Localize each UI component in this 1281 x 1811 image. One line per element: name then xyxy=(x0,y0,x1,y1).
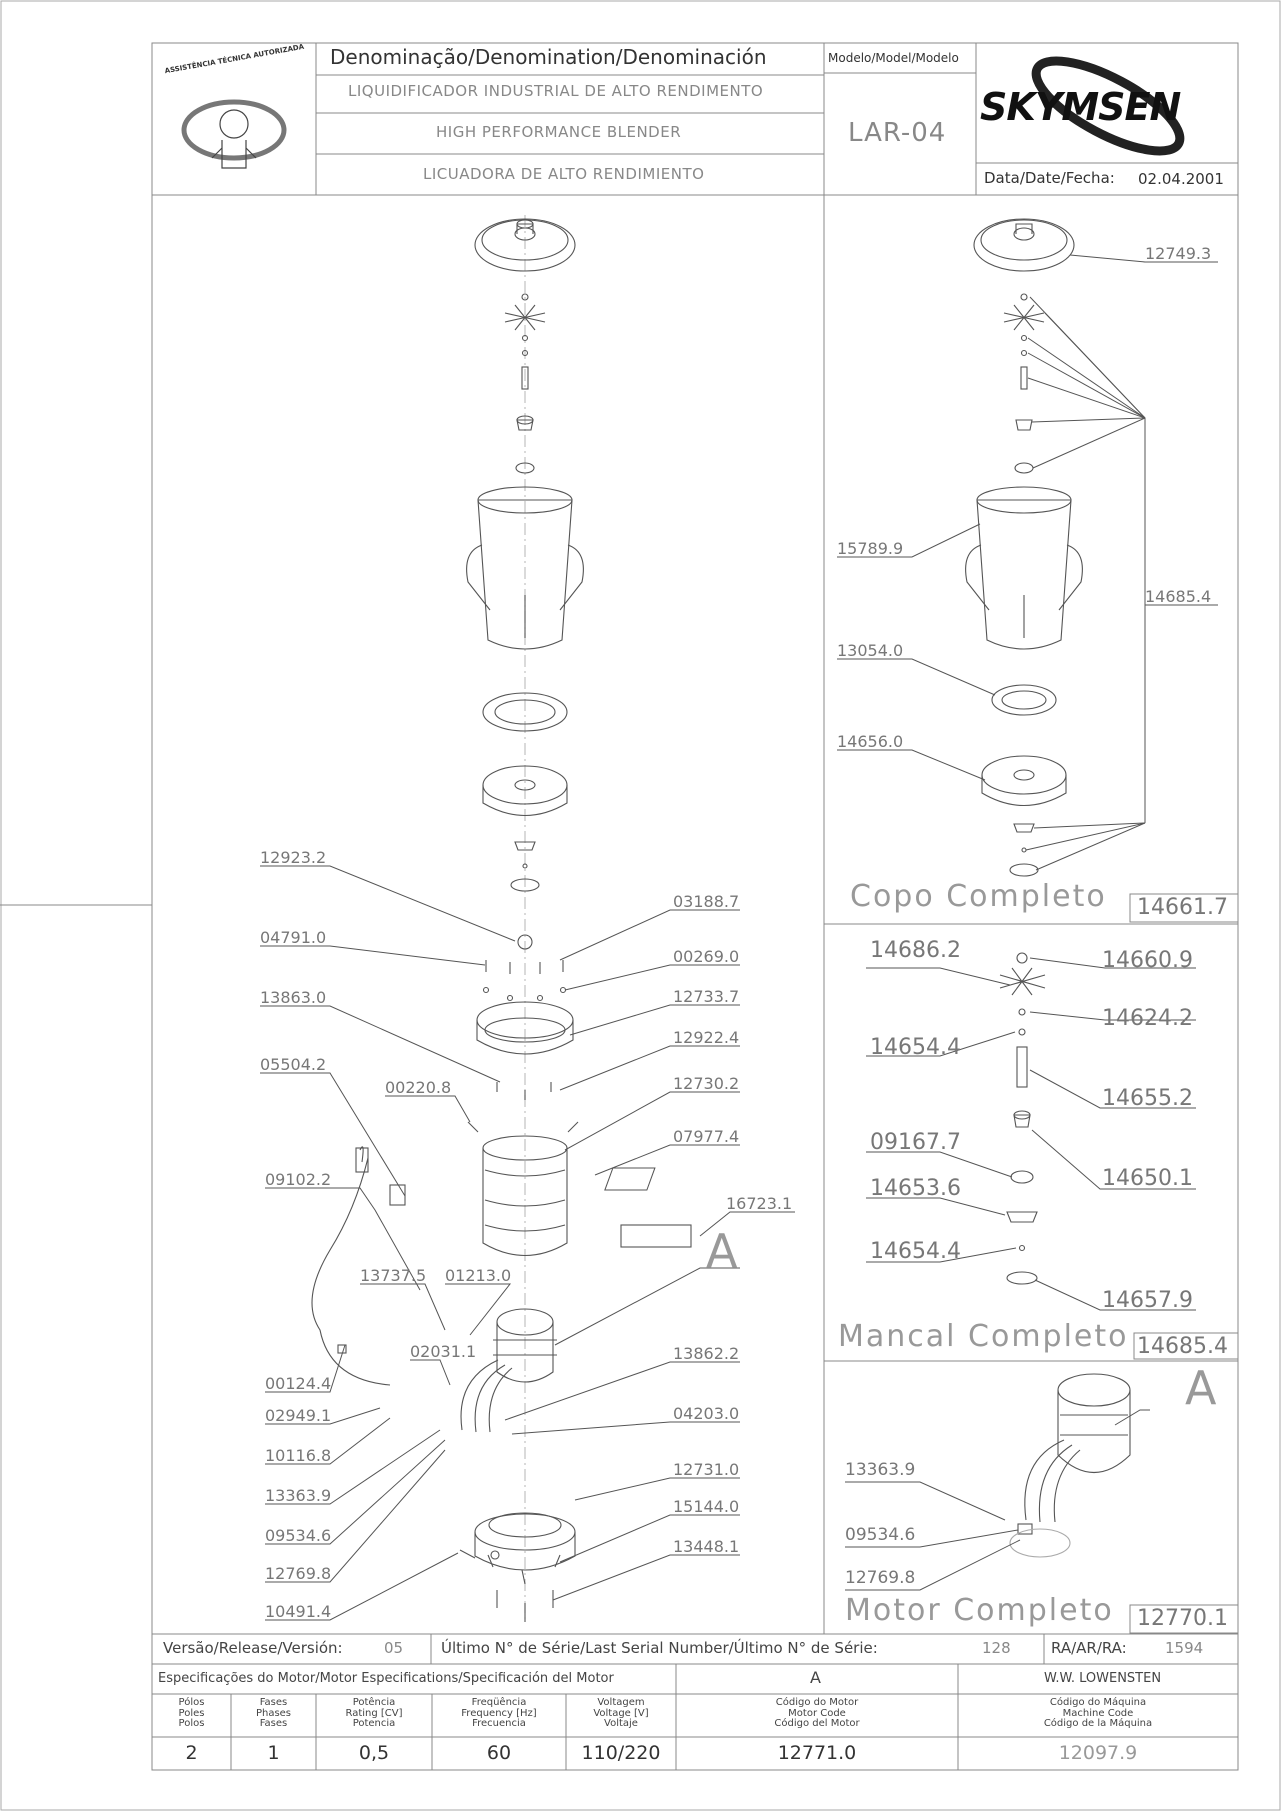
part-number: 14654.4 xyxy=(870,1239,961,1264)
part-number: 14686.2 xyxy=(870,938,961,963)
part-number: 15144.0 xyxy=(673,1497,740,1516)
spec-value-motor-code: 12771.0 xyxy=(777,1742,857,1764)
motor-spec-label: Especificações do Motor/Motor Especifica… xyxy=(158,1671,614,1686)
part-number: 09534.6 xyxy=(845,1525,916,1545)
spec-value-phases: 1 xyxy=(267,1742,280,1764)
part-number: 04791.0 xyxy=(260,928,327,947)
part-number: 00269.0 xyxy=(673,947,740,966)
part-number: 13737.5 xyxy=(360,1266,427,1285)
part-number: 00124.4 xyxy=(265,1374,332,1393)
part-number: 16723.1 xyxy=(726,1194,793,1213)
part-number: 12922.4 xyxy=(673,1028,740,1047)
spec-value-frequency: 60 xyxy=(486,1742,512,1764)
part-number: 14655.2 xyxy=(1102,1086,1193,1111)
ra-label: RA/AR/RA: xyxy=(1051,1639,1127,1657)
part-number: 14654.4 xyxy=(870,1035,961,1060)
product-name-es: LICUADORA DE ALTO RENDIMIENTO xyxy=(423,165,705,183)
motor-spec-ref: A xyxy=(810,1668,821,1687)
part-number: 13363.9 xyxy=(845,1460,916,1480)
part-number: 12733.7 xyxy=(673,987,740,1006)
motor-completo-reference: A xyxy=(1185,1361,1217,1415)
serial-value: 128 xyxy=(982,1639,1011,1657)
part-number: 14653.6 xyxy=(870,1176,961,1201)
motor-reference: A xyxy=(706,1224,738,1278)
date-value: 02.04.2001 xyxy=(1138,170,1224,188)
part-number: 13862.2 xyxy=(673,1344,740,1363)
spec-value-voltage: 110/220 xyxy=(581,1742,661,1764)
part-number: 09534.6 xyxy=(265,1526,332,1545)
part-number: 01213.0 xyxy=(445,1266,512,1285)
part-number: 12769.8 xyxy=(265,1564,332,1583)
spec-value-machine-code: 12097.9 xyxy=(1058,1742,1138,1764)
part-number: 14660.9 xyxy=(1102,948,1193,973)
part-number: 03188.7 xyxy=(673,892,740,911)
part-number: 12923.2 xyxy=(260,848,327,867)
motor-title: Motor Completo xyxy=(845,1593,1114,1628)
part-number: 13448.1 xyxy=(673,1537,740,1556)
part-number: 15789.9 xyxy=(837,539,904,558)
part-number: 10116.8 xyxy=(265,1446,332,1465)
model-label: Modelo/Model/Modelo xyxy=(828,51,959,65)
denomination-label: Denominação/Denomination/Denominación xyxy=(330,45,767,69)
part-number: 04203.0 xyxy=(673,1404,740,1423)
part-number: 05504.2 xyxy=(260,1055,327,1074)
copo-title: Copo Completo xyxy=(850,879,1107,914)
copo-code: 14661.7 xyxy=(1137,895,1228,920)
part-number: 12769.8 xyxy=(845,1568,916,1588)
part-number: 10491.4 xyxy=(265,1602,332,1621)
mancal-code: 14685.4 xyxy=(1137,1334,1228,1359)
part-number: 02031.1 xyxy=(410,1342,477,1361)
motor-code: 12770.1 xyxy=(1137,1606,1228,1631)
serial-label: Último N° de Série/Last Serial Number/Úl… xyxy=(441,1639,878,1657)
part-number: 07977.4 xyxy=(673,1127,740,1146)
skymsen-logo xyxy=(1031,56,1185,156)
version-label: Versão/Release/Versión: xyxy=(163,1639,343,1657)
part-number: 14650.1 xyxy=(1102,1166,1193,1191)
part-number: 13363.9 xyxy=(265,1486,332,1505)
brand-name: SKYMSEN xyxy=(980,85,1181,129)
ra-value: 1594 xyxy=(1165,1639,1204,1657)
part-number: 13863.0 xyxy=(260,988,327,1007)
spec-value-poles: 2 xyxy=(185,1742,198,1764)
part-number: 00220.8 xyxy=(385,1078,452,1097)
assistencia-seal xyxy=(181,99,287,169)
part-number: 09102.2 xyxy=(265,1170,332,1189)
part-number: 14685.4 xyxy=(1145,587,1212,606)
model-value: LAR-04 xyxy=(848,118,947,148)
spec-value-rating: 0,5 xyxy=(358,1742,390,1764)
mancal-title: Mancal Completo xyxy=(838,1319,1129,1354)
product-name-en: HIGH PERFORMANCE BLENDER xyxy=(436,123,682,141)
part-number: 12749.3 xyxy=(1145,244,1212,263)
part-number: 14624.2 xyxy=(1102,1006,1193,1031)
part-number: 13054.0 xyxy=(837,641,904,660)
part-number: 14657.9 xyxy=(1102,1288,1193,1313)
date-label: Data/Date/Fecha: xyxy=(984,169,1115,187)
manufacturer: W.W. LOWENSTEN xyxy=(1044,1671,1162,1686)
part-number: 12730.2 xyxy=(673,1074,740,1093)
part-number: 12731.0 xyxy=(673,1460,740,1479)
part-number: 14656.0 xyxy=(837,732,904,751)
part-number: 09167.7 xyxy=(870,1130,961,1155)
version-value: 05 xyxy=(384,1639,404,1657)
product-name-pt: LIQUIDIFICADOR INDUSTRIAL DE ALTO RENDIM… xyxy=(348,82,764,100)
part-number: 02949.1 xyxy=(265,1406,332,1425)
